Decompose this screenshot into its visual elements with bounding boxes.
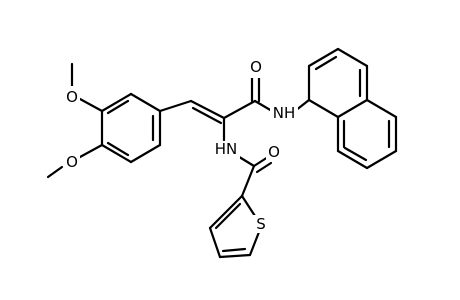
bond — [100, 143, 133, 164]
double-bond-inner — [191, 106, 223, 125]
double-bond-inner — [214, 202, 242, 230]
bond — [240, 164, 256, 198]
double-bond-inner — [255, 161, 273, 174]
atom-label-o: O — [268, 143, 280, 161]
thiophene-ring — [208, 194, 261, 259]
bond — [248, 230, 261, 257]
bond — [336, 98, 369, 119]
double-bond-inner — [314, 55, 338, 71]
double-bond-inner — [221, 247, 247, 253]
dimethoxyphenyl-ring — [100, 92, 162, 164]
double-bond-inner — [106, 141, 130, 157]
atom-label-o: O — [66, 88, 78, 106]
bond — [208, 226, 222, 259]
bond — [253, 99, 274, 113]
bond — [307, 98, 340, 119]
bond — [78, 143, 104, 159]
bond — [78, 97, 104, 113]
bond — [218, 253, 252, 259]
atom-label-hn: HN — [215, 140, 238, 158]
atom-label-o: O — [250, 58, 262, 76]
methoxy-groups — [46, 62, 104, 179]
bond — [222, 99, 257, 120]
bond — [365, 149, 398, 170]
bond — [208, 194, 244, 230]
atom-label-o: O — [66, 153, 78, 171]
bond — [240, 194, 257, 218]
naphthalene-ring — [307, 47, 398, 170]
vinyl-linker — [158, 99, 226, 142]
double-bond-inner — [343, 146, 368, 162]
bond — [336, 149, 369, 170]
bond — [129, 143, 162, 164]
bond — [252, 155, 270, 168]
atom-label-nh: NH — [273, 104, 296, 122]
bond — [129, 92, 162, 113]
atom-label-s: S — [256, 215, 266, 233]
bond — [307, 47, 340, 68]
bond — [336, 47, 369, 68]
bond — [100, 92, 133, 113]
bond — [189, 99, 226, 120]
thiophene-amide — [234, 153, 273, 198]
bond — [158, 99, 193, 113]
double-bond-inner — [106, 99, 130, 115]
bond — [365, 98, 398, 119]
atom-labels: O O O NH HN O S — [64, 58, 298, 233]
bond — [46, 165, 64, 179]
